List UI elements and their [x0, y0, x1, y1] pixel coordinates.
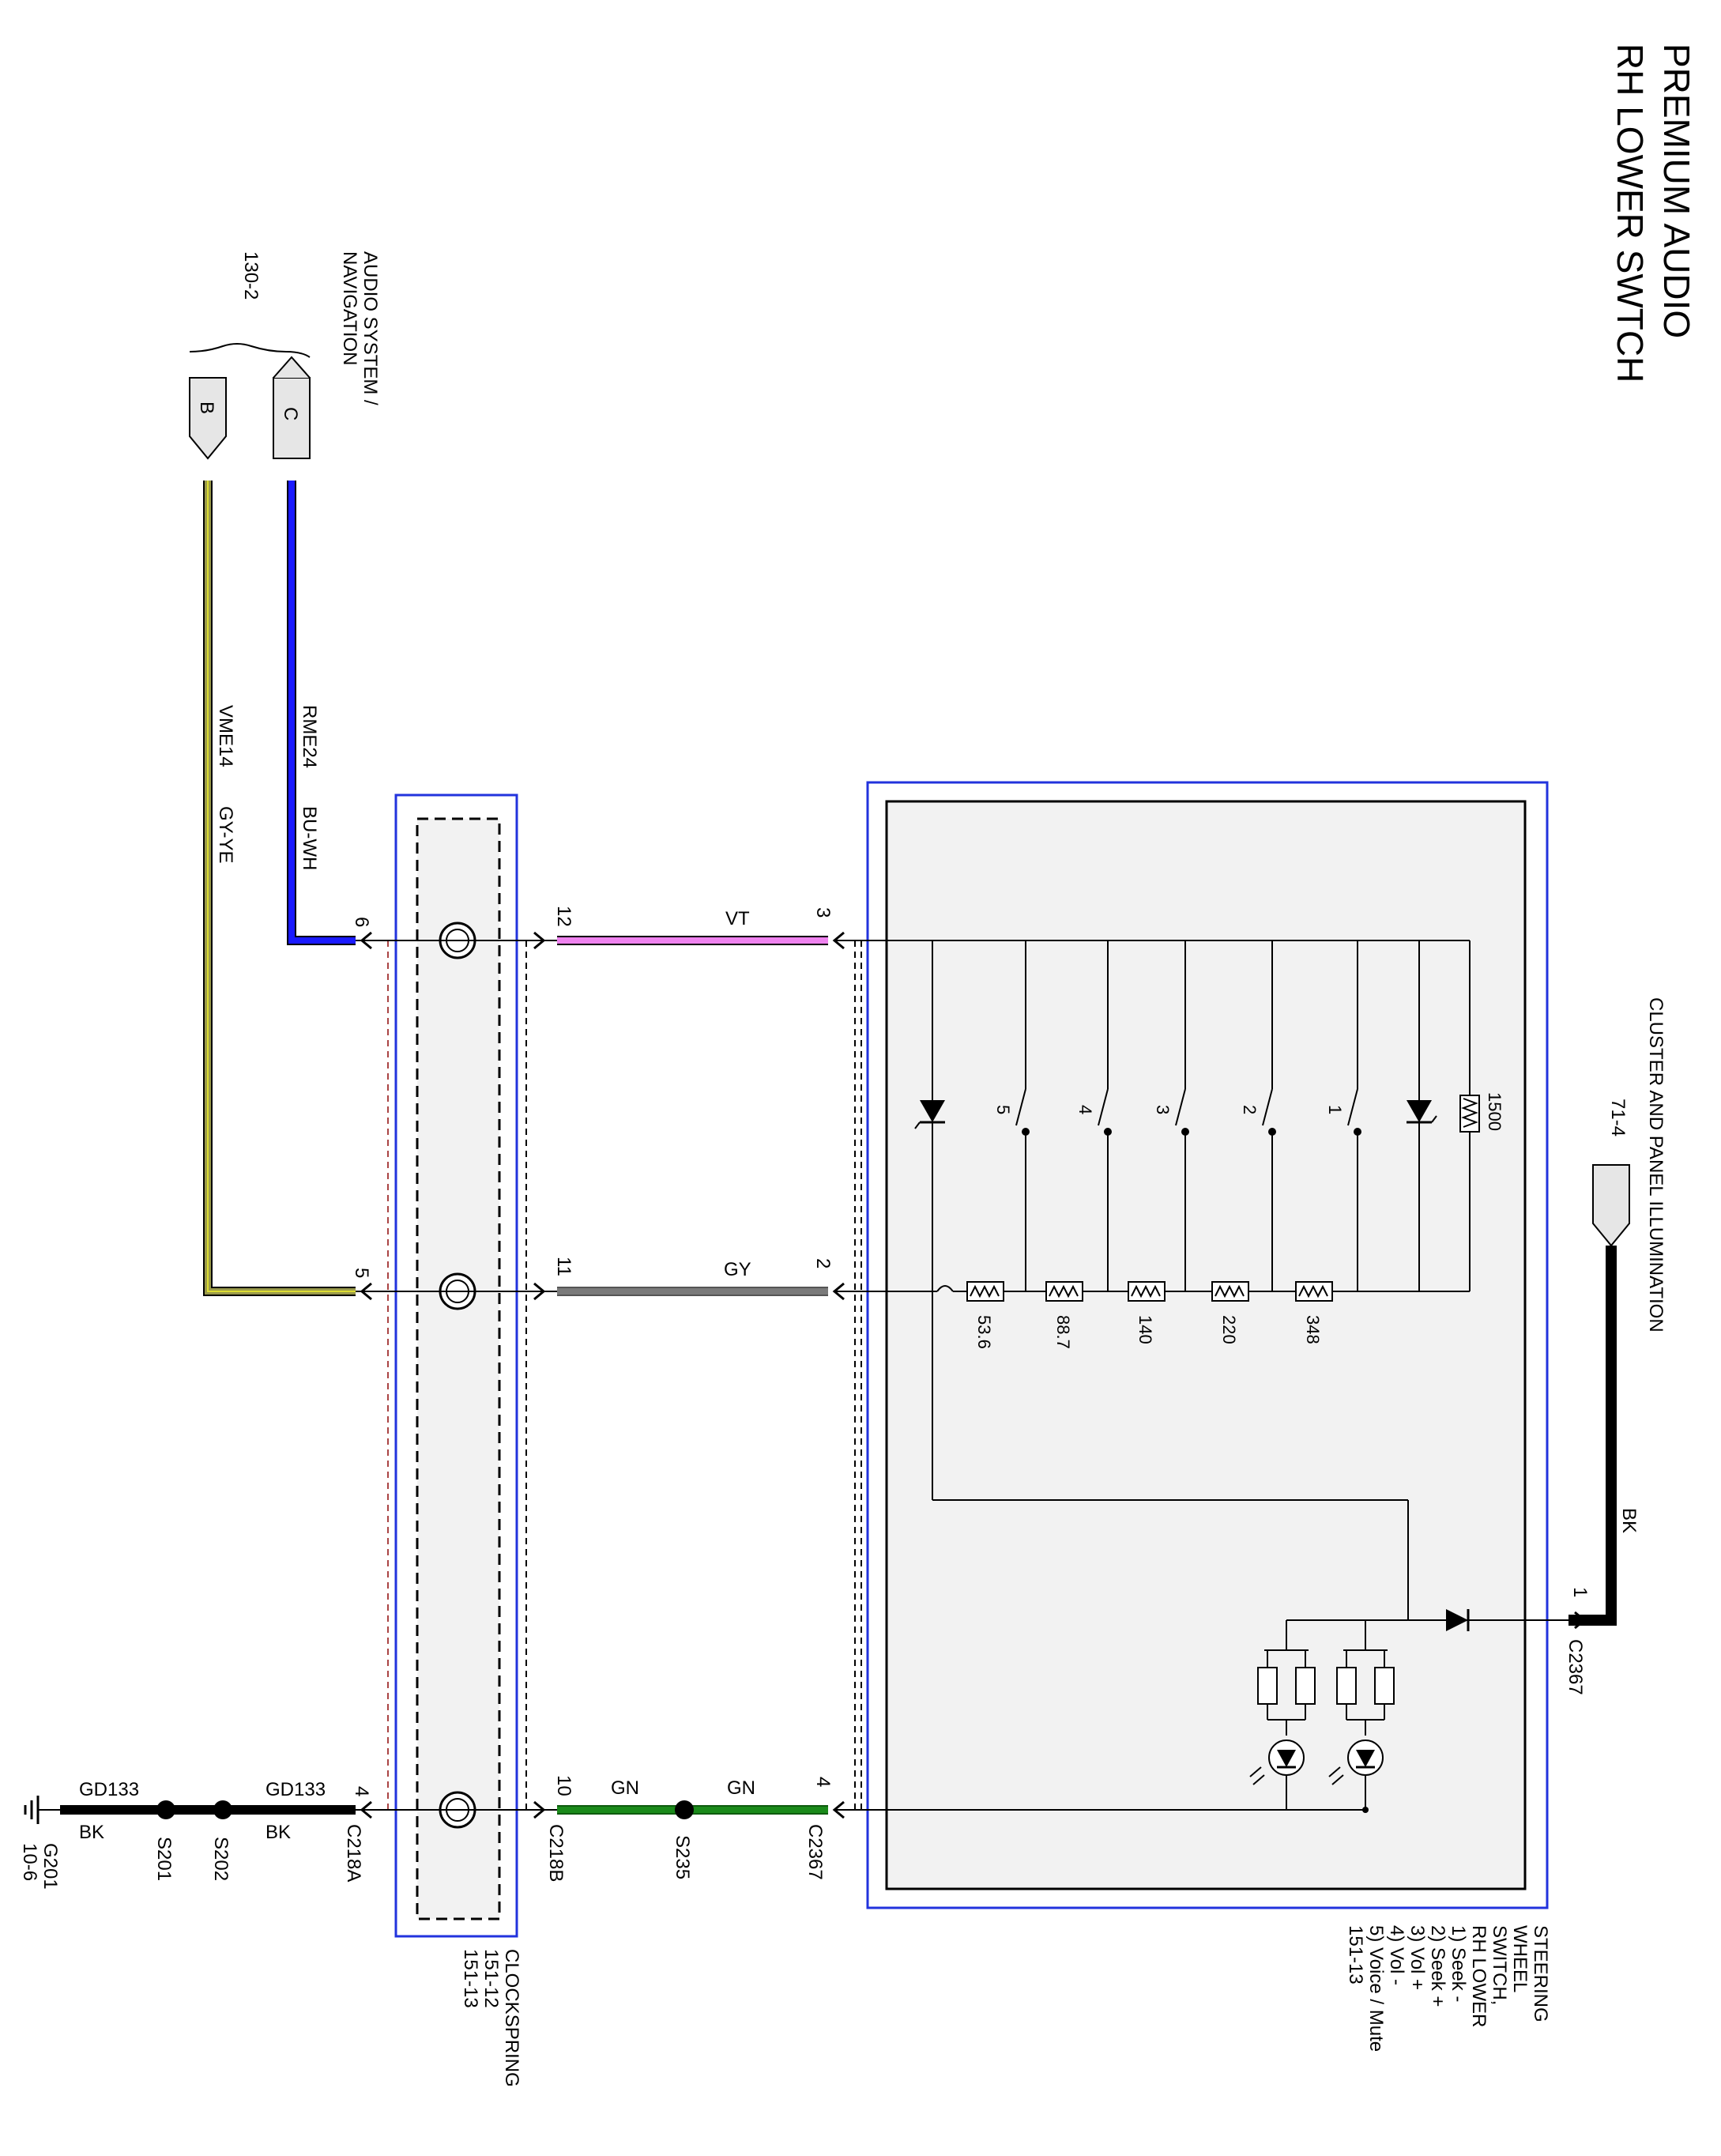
splice-s235 [675, 1800, 694, 1819]
switch-function-5: 5) Voice / Mute [1365, 1925, 1387, 2052]
vme14-color-code: GY-YE [215, 806, 236, 863]
pin-c-label: C [280, 407, 301, 420]
wire-bk-illumination [1568, 1246, 1617, 1626]
splice-s201-label: S201 [153, 1837, 175, 1881]
wire-rme24: RME24 BU-WH [287, 481, 356, 945]
switch-number-2: 2 [1240, 1105, 1260, 1114]
audio-system-ref: 130-2 [240, 251, 262, 300]
gd133-circuit-2: GD133 [79, 1779, 139, 1800]
gd133-color-2: BK [79, 1822, 104, 1843]
clockspring-pin-5: 5 [351, 1268, 372, 1278]
audio-system-connector[interactable]: AUDIO SYSTEM / NAVIGATION 130-2 C B [189, 251, 381, 460]
splice-s235-label: S235 [672, 1835, 693, 1879]
diagram-title: PREMIUM AUDIO RH LOWER SWTCH [1610, 43, 1697, 383]
clockspring-ref-2: 151-13 [460, 1949, 481, 2008]
switch-number-1: 1 [1325, 1105, 1345, 1114]
bk-color-code: BK [1618, 1508, 1640, 1533]
pin-b-pentagon [189, 377, 227, 460]
clockspring-frame [394, 793, 518, 1938]
resistor-1500: 1500 [1485, 1092, 1504, 1131]
illumination-pin-pentagon [1592, 1164, 1630, 1247]
cluster-panel-illumination[interactable]: CLUSTER AND PANEL ILLUMINATION 71-4 BK 1… [1505, 997, 1666, 1695]
ground-path: S202 S201 GD133 BK GD133 BK G201 10-6 [19, 1779, 356, 1890]
vme14-circuit: VME14 [215, 705, 236, 767]
switch-4: 4 [1075, 940, 1112, 1291]
clockspring-pin-4: 4 [351, 1786, 372, 1796]
gd133-circuit-1: GD133 [265, 1779, 326, 1800]
clockspring-pin-12: 12 [553, 906, 574, 927]
wire-gn: GN GN S235 [557, 1777, 828, 1879]
resistor-88-7: 88.7 [1053, 1315, 1073, 1349]
illumination-label: CLUSTER AND PANEL ILLUMINATION [1645, 997, 1666, 1332]
switch-3: 3 [1153, 940, 1189, 1291]
pin-b-label: B [196, 401, 217, 414]
switch-connector-c2367: C2367 [804, 1824, 826, 1880]
switch-function-4: 4) Vol - [1386, 1925, 1407, 1985]
illumination-connector-c2367: C2367 [1565, 1639, 1586, 1695]
wire-vme14: VME14 GY-YE [203, 481, 356, 1296]
splice-s202-label: S202 [210, 1837, 232, 1881]
ground-ref: 10-6 [19, 1843, 40, 1881]
switch-pin-3: 3 [812, 907, 834, 918]
title-line-1: PREMIUM AUDIO [1656, 43, 1697, 338]
gy-color-code: GY [724, 1259, 751, 1280]
rme24-color-code: BU-WH [299, 806, 320, 870]
clockspring-pin-11: 11 [553, 1257, 574, 1276]
illumination-circuit [834, 1609, 1505, 1813]
switch-function-3: 3) Vol + [1407, 1925, 1428, 1990]
clockspring-body [416, 817, 501, 1920]
rme24-circuit: RME24 [299, 705, 320, 768]
switch-function-2: 2) Seek + [1427, 1925, 1448, 2007]
splice-s201 [156, 1800, 175, 1819]
audio-system-label-line-2: NAVIGATION [339, 251, 360, 365]
switch-name-line-2: WHEEL [1509, 1925, 1531, 1992]
pin-group-brace [189, 343, 311, 358]
switch-pin-2: 2 [812, 1258, 834, 1268]
pin-c-point [273, 356, 311, 379]
audio-system-label-line-1: AUDIO SYSTEM / [360, 251, 381, 405]
switch-function-1: 1) Seek - [1448, 1925, 1469, 2002]
gn-color-code-2: GN [727, 1777, 755, 1799]
illumination-ref: 71-4 [1607, 1099, 1629, 1136]
ground-name: G201 [40, 1843, 61, 1890]
resistor-53-6: 53.6 [974, 1315, 994, 1349]
switch-name-line-3: SWITCH, [1489, 1925, 1510, 2005]
switch-pin-4: 4 [812, 1777, 834, 1787]
switch-number-5: 5 [993, 1105, 1013, 1114]
gn-color-code-1: GN [611, 1777, 639, 1799]
illumination-pin-1: 1 [1569, 1587, 1591, 1597]
switch-number-3: 3 [1153, 1105, 1173, 1114]
switch-2: 2 [1240, 940, 1276, 1291]
splice-s202 [213, 1800, 232, 1819]
clockspring-name: CLOCKSPRING [501, 1949, 522, 2087]
connector-c218b: C218B [545, 1824, 567, 1882]
clockspring[interactable]: 6 5 4 12 11 10 C218A C218B CLOCKSPRING 1… [343, 793, 574, 2087]
resistor-ladder: 53.6 88.7 140 220 348 [966, 1281, 1333, 1349]
connector-c218a: C218A [343, 1824, 364, 1882]
switch-5-seek-voice: 5 [993, 940, 1030, 1291]
wire-vt: VT [557, 908, 828, 945]
zener-diode-branch [1407, 940, 1437, 1291]
switch-frame [866, 781, 1549, 1909]
clockspring-pin-6: 6 [351, 917, 372, 927]
clockspring-ref-1: 151-12 [480, 1949, 502, 2008]
steering-wheel-switch[interactable]: 3 2 4 C2367 53.6 88.7 140 220 348 [804, 781, 1551, 2052]
resistor-140: 140 [1135, 1315, 1155, 1344]
gd133-color-1: BK [265, 1822, 291, 1843]
wire-gy: GY [557, 1259, 828, 1296]
clockspring-pin-10: 10 [553, 1775, 574, 1796]
resistor-1500-branch: 1500 [1459, 1092, 1504, 1133]
title-line-2: RH LOWER SWTCH [1610, 43, 1651, 383]
vt-color-code: VT [725, 908, 750, 929]
switch-name-line-1: STEERING [1530, 1925, 1551, 2022]
return-diode-branch [914, 940, 1409, 1620]
switch-name-line-4: RH LOWER [1468, 1925, 1489, 2027]
switch-number-4: 4 [1075, 1105, 1095, 1114]
switch-ref: 151-13 [1345, 1925, 1366, 1984]
resistor-348: 348 [1303, 1315, 1323, 1344]
resistor-220: 220 [1219, 1315, 1239, 1344]
switch-1: 1 [1325, 940, 1361, 1291]
